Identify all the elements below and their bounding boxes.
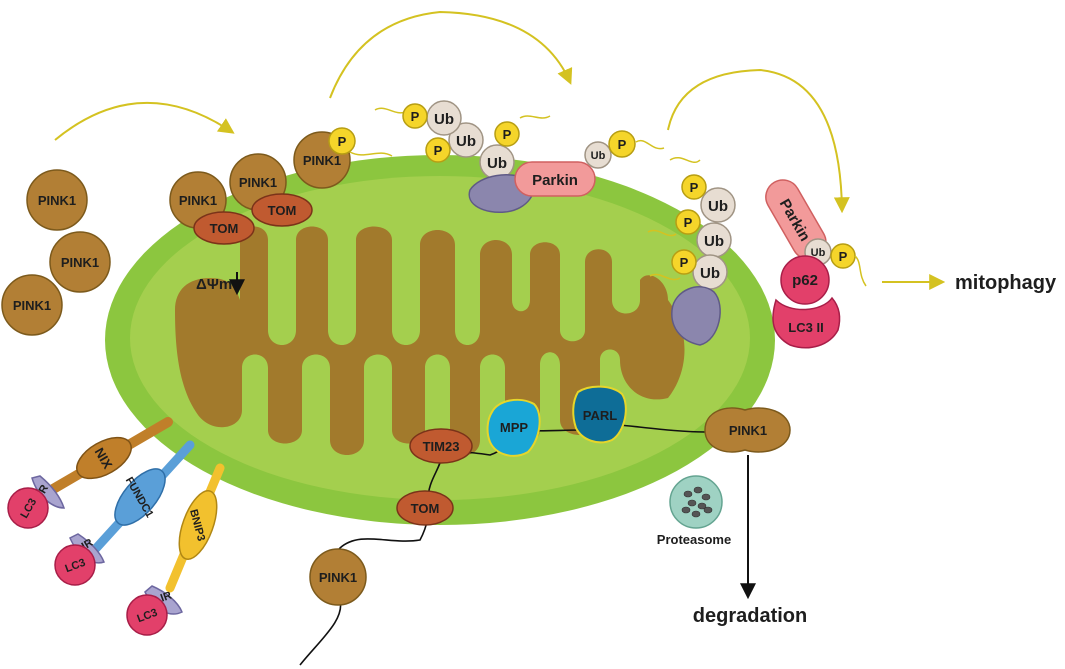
mitochondrial-matrix [175, 226, 685, 455]
svg-text:P: P [839, 249, 848, 264]
ub-chain-right: Ub Ub Ub P P P [647, 157, 736, 346]
pink1-phosphorylated: PINK1 P [293, 127, 356, 189]
fundc1-receptor: FUNDC1 LIR LC3 [54, 440, 195, 586]
tom-import: TOM [396, 490, 454, 526]
mitophagy-label: mitophagy [955, 272, 1057, 294]
svg-text:Ub: Ub [811, 247, 826, 259]
parkin-top: Parkin Ub P [514, 130, 665, 197]
parl-protease: PARL [572, 385, 627, 444]
svg-text:P: P [618, 137, 627, 152]
svg-text:LC3 II: LC3 II [788, 320, 823, 335]
pink1-cytosol-3: PINK1 [1, 274, 63, 336]
svg-text:PINK1: PINK1 [319, 570, 357, 585]
svg-text:PINK1: PINK1 [303, 153, 341, 168]
svg-text:P: P [411, 109, 420, 124]
pink1-cytosol-2: PINK1 [49, 231, 111, 293]
p62-shape [780, 255, 830, 305]
pink1-cytosol-1: PINK1 [26, 169, 88, 231]
svg-text:Parkin: Parkin [532, 172, 578, 189]
svg-text:PINK1: PINK1 [729, 423, 767, 438]
svg-text:Ub: Ub [704, 233, 724, 250]
bnip3-receptor: BNIP3 LIR LC3 [126, 463, 225, 636]
outer-membrane-anchor-2 [671, 286, 721, 346]
lc3ii-shape [772, 296, 841, 349]
delta-psi-m-label: ΔΨm [196, 276, 232, 293]
svg-text:PARL: PARL [583, 408, 617, 423]
svg-text:TOM: TOM [411, 501, 440, 516]
svg-text:MPP: MPP [500, 420, 529, 435]
svg-text:PINK1: PINK1 [13, 298, 51, 313]
svg-text:P: P [690, 180, 699, 195]
svg-text:PINK1: PINK1 [61, 255, 99, 270]
pink1-tom-complex-2: PINK1 TOM [229, 153, 313, 227]
pink1-cleaved: PINK1 [704, 407, 791, 453]
bnip3-lc3 [126, 594, 168, 636]
svg-text:P: P [503, 127, 512, 142]
svg-text:PINK1: PINK1 [38, 193, 76, 208]
curved-arrow-2 [329, 10, 573, 99]
proteasome-label: Proteasome [657, 532, 731, 547]
svg-text:TOM: TOM [210, 221, 239, 236]
svg-text:P: P [684, 215, 693, 230]
svg-text:P: P [680, 255, 689, 270]
tim23: TIM23 [409, 428, 473, 464]
svg-text:Ub: Ub [456, 133, 476, 150]
nix-receptor: NIX LIR LC3 [7, 417, 173, 529]
svg-text:P: P [434, 143, 443, 158]
svg-text:Ub: Ub [434, 111, 454, 128]
p62-lc3ii-complex: LC3 II p62 [772, 255, 841, 349]
svg-text:p62: p62 [792, 272, 818, 289]
mpp-protease: MPP [486, 398, 541, 457]
svg-text:Ub: Ub [591, 150, 606, 162]
svg-text:P: P [338, 134, 347, 149]
pink1-tom-complex-1: PINK1 TOM [169, 171, 255, 245]
svg-text:Ub: Ub [700, 265, 720, 282]
pink1-importing: PINK1 [309, 548, 367, 606]
svg-text:Ub: Ub [708, 198, 728, 215]
curved-arrow-3 [667, 68, 850, 214]
degradation-label: degradation [693, 605, 807, 627]
svg-text:TOM: TOM [268, 203, 297, 218]
svg-text:TIM23: TIM23 [423, 439, 460, 454]
fundc1-lc3 [54, 544, 96, 586]
proteasome: Proteasome [657, 475, 731, 547]
curved-arrow-1 [54, 101, 235, 141]
svg-text:Ub: Ub [487, 155, 507, 172]
svg-text:PINK1: PINK1 [179, 193, 217, 208]
nix-lc3 [7, 487, 49, 529]
svg-text:PINK1: PINK1 [239, 175, 277, 190]
